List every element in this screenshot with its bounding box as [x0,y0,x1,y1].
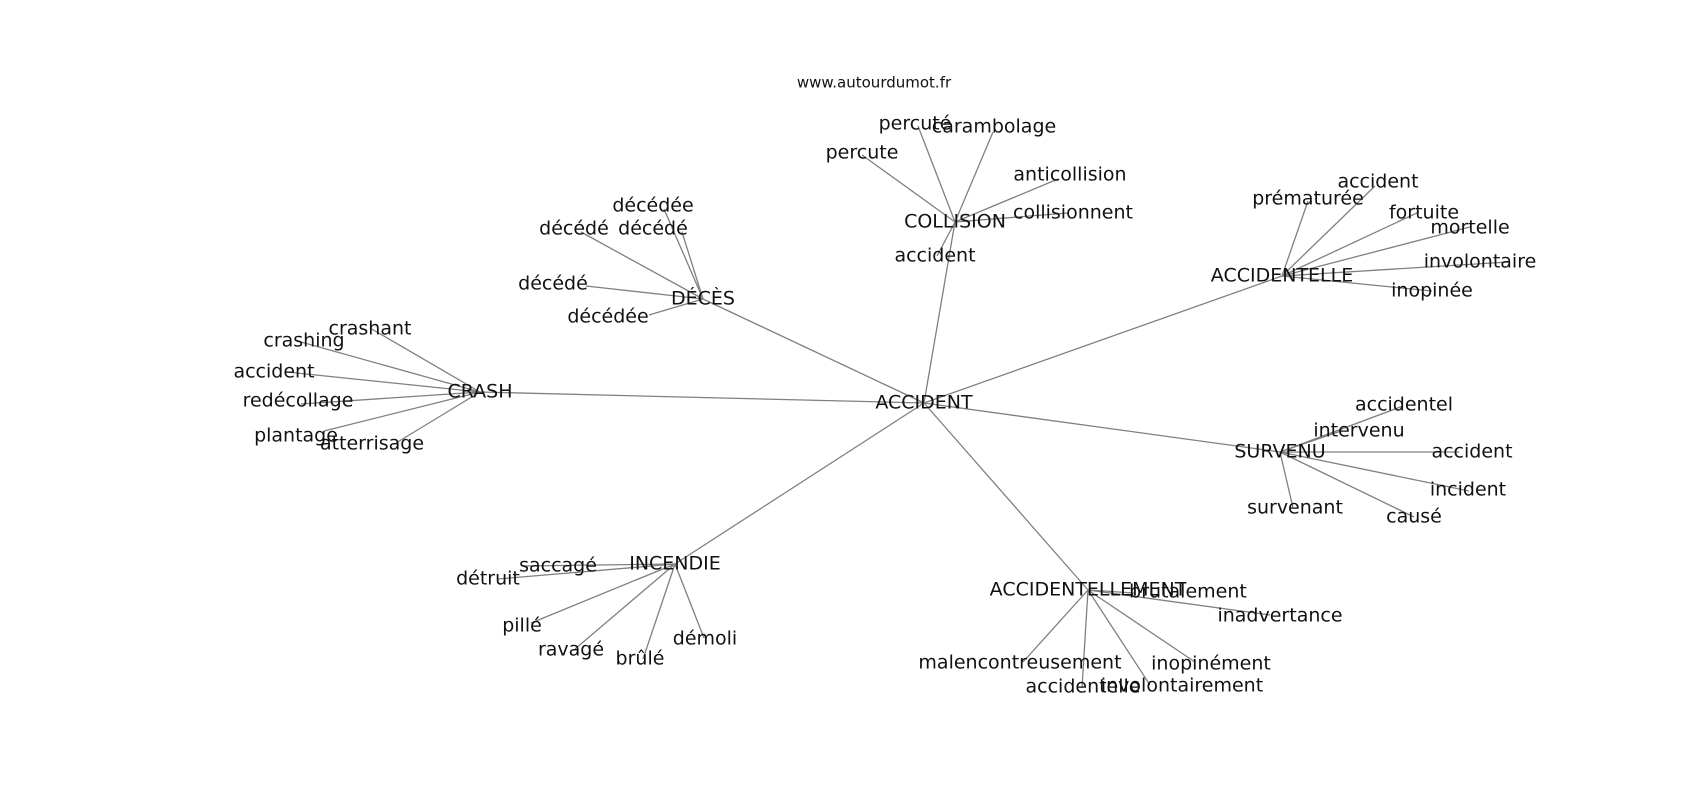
edge-root-to-hub [923,402,1089,591]
hub-node-label: CRASH [447,381,512,403]
leaf-node-label: décédée [612,195,693,217]
edge-root-to-hub [923,221,956,404]
edge-hub-to-leaf [954,212,1069,223]
edge-hub-to-leaf [574,563,676,650]
edge-hub-to-leaf [585,285,704,300]
hub-node-label: COLLISION [904,211,1006,233]
edge-hub-to-leaf [1281,275,1433,292]
leaf-node-label: survenant [1247,497,1343,519]
leaf-node-label: saccagé [519,555,597,577]
leaf-node-label: percuté [879,113,952,135]
edge-hub-to-leaf [300,341,481,393]
hub-node-label: INCENDIE [629,553,721,575]
leaf-node-label: décédé [618,218,688,240]
leaf-node-label: détruit [456,568,520,590]
edge-hub-to-leaf [1081,589,1089,689]
hub-node-label: SURVENU [1234,441,1325,463]
edge-hub-to-leaf [530,563,676,624]
edge-hub-to-leaf [1279,451,1415,518]
edge-root-to-hub [674,402,925,565]
edge-hub-to-leaf [936,221,956,257]
edge-hub-to-leaf [648,298,704,316]
leaf-node-label: fortuite [1389,202,1459,224]
leaf-node-label: prématurée [1252,188,1364,210]
graph-edges [286,125,1509,689]
leaf-node-label: intervenu [1313,420,1404,442]
leaf-node-label: décédé [539,218,609,240]
leaf-node-label: brutalement [1129,581,1247,603]
edge-hub-to-leaf [323,391,481,432]
leaf-node-label: anticollision [1013,164,1126,186]
leaf-node-label: décédé [518,273,588,295]
leaf-node-label: involontairement [1101,675,1263,697]
leaf-node-label: inopinée [1391,280,1473,302]
edge-hub-to-leaf [1087,589,1196,663]
leaf-node-label: pillé [502,615,542,637]
edge-root-to-hub [702,298,925,404]
leaf-node-label: démoli [673,628,737,650]
leaf-node-label: crashing [263,330,344,352]
edge-hub-to-leaf [674,563,705,639]
leaf-node-label: carambolage [932,116,1056,138]
edge-hub-to-leaf [1281,261,1509,277]
leaf-node-label: involontaire [1424,251,1537,273]
leaf-node-label: incident [1430,479,1506,501]
edge-hub-to-leaf [1281,185,1376,277]
edge-hub-to-leaf [1087,589,1151,686]
leaf-node-label: brûlé [616,648,665,670]
edge-hub-to-leaf [395,391,481,444]
edge-hub-to-leaf [497,563,676,580]
edge-hub-to-leaf [681,231,704,300]
leaf-node-label: accident [1337,171,1418,193]
edge-root-to-hub [479,391,925,404]
leaf-node-label: collisionnent [1013,202,1133,224]
hub-node-label: DÉCÈS [671,287,735,310]
edge-hub-to-leaf [286,371,481,393]
leaf-node-label: percute [826,142,899,164]
edge-hub-to-leaf [369,327,481,393]
leaf-node-label: causé [1386,506,1442,528]
edge-hub-to-leaf [954,131,994,223]
edge-hub-to-leaf [663,208,704,300]
leaf-node-label: atterrisage [320,433,424,455]
edge-hub-to-leaf [1281,226,1471,277]
leaf-node-label: accidentelle [1026,676,1141,698]
leaf-node-label: plantage [254,425,338,447]
edge-root-to-hub [923,275,1283,404]
leaf-node-label: accidentel [1355,394,1453,416]
edge-hub-to-leaf [523,563,676,567]
edge-hub-to-leaf [580,231,704,300]
watermark-text: www.autourdumot.fr [797,74,952,92]
leaf-node-label: décédée [567,306,648,328]
leaf-node-label: ravagé [538,639,604,661]
hub-node-label: ACCIDENTELLEMENT [990,579,1187,601]
root-node-label: ACCIDENT [875,392,973,414]
leaf-node-label: accident [1431,441,1512,463]
edge-hub-to-leaf [1022,589,1089,663]
edge-hub-to-leaf [917,125,956,223]
edge-root-to-hub [923,402,1281,453]
edge-hub-to-leaf [1087,589,1271,616]
leaf-node-label: inadvertance [1217,605,1342,627]
edge-hub-to-leaf [1281,200,1309,277]
hub-node-label: ACCIDENTELLE [1211,265,1353,287]
edge-hub-to-leaf [954,178,1059,223]
edge-hub-to-leaf [1279,451,1470,492]
leaf-node-label: inopinément [1151,653,1271,675]
edge-hub-to-leaf [1281,211,1420,277]
edge-hub-to-leaf [861,154,956,223]
edge-hub-to-leaf [642,563,676,660]
leaf-node-label: accident [894,245,975,267]
edge-hub-to-leaf [1279,430,1342,453]
leaf-node-label: malencontreusement [918,652,1121,674]
edge-hub-to-leaf [300,391,481,405]
leaf-node-label: mortelle [1430,217,1509,239]
leaf-node-label: redécollage [243,390,354,412]
leaf-node-label: crashant [329,318,412,340]
leaf-node-label: accident [233,361,314,383]
edge-hub-to-leaf [1279,451,1294,509]
